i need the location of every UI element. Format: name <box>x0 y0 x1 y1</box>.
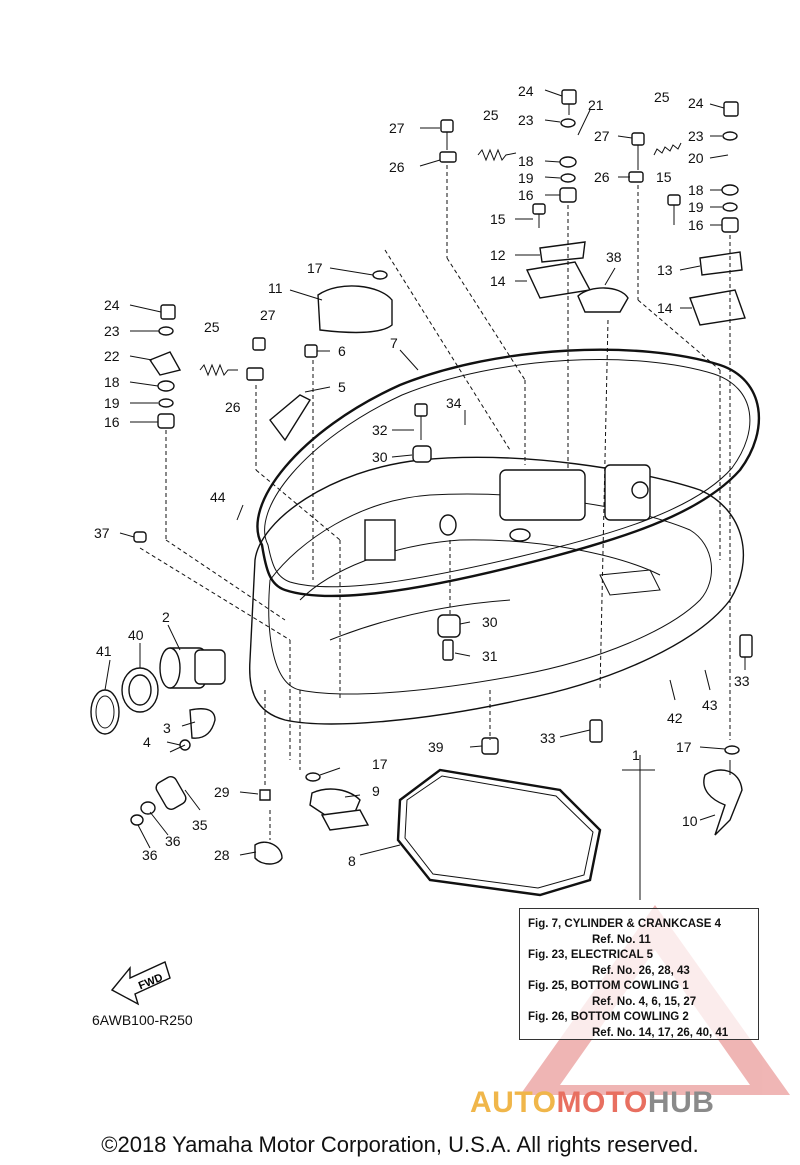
callout-12: 12 <box>490 247 506 263</box>
watermark-logo: AUTOMOTOHUB <box>470 1086 714 1120</box>
callout-21: 21 <box>588 97 604 113</box>
callout-17: 17 <box>307 260 323 276</box>
callout-32: 32 <box>372 422 388 438</box>
callout-44: 44 <box>210 489 226 505</box>
springs <box>199 142 682 377</box>
callout-14: 14 <box>657 300 673 316</box>
callout-15: 15 <box>490 211 506 227</box>
callout-34: 34 <box>446 395 462 411</box>
callout-1: 1 <box>632 747 640 763</box>
callout-24: 24 <box>518 83 534 99</box>
callout-27: 27 <box>260 307 276 323</box>
callout-4: 4 <box>143 734 151 750</box>
callout-18: 18 <box>688 182 704 198</box>
callout-28: 28 <box>214 847 230 863</box>
callout-42: 42 <box>667 710 683 726</box>
callout-16: 16 <box>518 187 534 203</box>
callout-16: 16 <box>688 217 704 233</box>
callout-23: 23 <box>518 112 534 128</box>
callout-25: 25 <box>483 107 499 123</box>
diagram-code: 6AWB100-R250 <box>92 1012 193 1028</box>
exploded-parts-diagram: FWD 24 23 21 25 27 26 18 19 16 15 12 14 … <box>90 83 790 1095</box>
watermark-hub: HUB <box>647 1086 715 1119</box>
callout-8: 8 <box>348 853 356 869</box>
legend-ref-3: Ref. No. 14, 17, 26, 40, 41 <box>592 1026 729 1039</box>
callout-23: 23 <box>104 323 120 339</box>
callout-30: 30 <box>482 614 498 630</box>
callout-26: 26 <box>389 159 405 175</box>
callout-7: 7 <box>390 335 398 351</box>
callout-11: 11 <box>268 280 283 296</box>
callout-25: 25 <box>204 319 220 335</box>
fasteners <box>133 89 753 782</box>
callout-20: 20 <box>688 150 704 166</box>
callout-35: 35 <box>192 817 208 833</box>
callout-3: 3 <box>163 720 171 736</box>
callout-5: 5 <box>338 379 346 395</box>
small-parts-left <box>90 647 283 865</box>
callout-14: 14 <box>490 273 506 289</box>
legend-ref-1: Ref. No. 26, 28, 43 <box>592 964 690 977</box>
callout-41: 41 <box>96 643 112 659</box>
callout-33: 33 <box>734 673 750 689</box>
callout-15: 15 <box>656 169 672 185</box>
callout-38: 38 <box>606 249 622 265</box>
small-parts-top <box>148 241 746 836</box>
callout-31: 31 <box>482 648 498 664</box>
callout-6: 6 <box>338 343 346 359</box>
callout-24: 24 <box>688 95 704 111</box>
callout-2: 2 <box>162 609 170 625</box>
callout-23: 23 <box>688 128 704 144</box>
callouts: 24 23 21 25 27 26 18 19 16 15 12 14 27 2… <box>94 83 750 869</box>
callout-29: 29 <box>214 784 230 800</box>
callout-39: 39 <box>428 739 444 755</box>
callout-24: 24 <box>104 297 120 313</box>
cowling-seal-7 <box>256 348 760 598</box>
callout-27: 27 <box>594 128 610 144</box>
callout-26: 26 <box>225 399 241 415</box>
bottom-seal-8 <box>396 768 602 897</box>
callout-13: 13 <box>657 262 673 278</box>
legend-fig-2: Fig. 25, BOTTOM COWLING 1 <box>528 980 689 992</box>
callout-25: 25 <box>654 89 670 105</box>
callout-16: 16 <box>104 414 120 430</box>
callout-19: 19 <box>688 199 704 215</box>
callout-19: 19 <box>104 395 120 411</box>
reference-legend: Fig. 7, CYLINDER & CRANKCASE 4 Ref. No. … <box>519 908 759 1040</box>
callout-17: 17 <box>372 756 388 772</box>
legend-ref-0: Ref. No. 11 <box>592 933 651 946</box>
callout-43: 43 <box>702 697 718 713</box>
leader-lines <box>104 89 746 900</box>
callout-33: 33 <box>540 730 556 746</box>
callout-10: 10 <box>682 813 698 829</box>
copyright-notice: ©2018 Yamaha Motor Corporation, U.S.A. A… <box>101 1132 699 1157</box>
callout-40: 40 <box>128 627 144 643</box>
callout-37: 37 <box>94 525 110 541</box>
callout-26: 26 <box>594 169 610 185</box>
callout-22: 22 <box>104 348 120 364</box>
callout-18: 18 <box>518 153 534 169</box>
legend-fig-0: Fig. 7, CYLINDER & CRANKCASE 4 <box>528 918 721 930</box>
bottom-cowling-body <box>248 456 745 725</box>
legend-fig-3: Fig. 26, BOTTOM COWLING 2 <box>528 1011 689 1023</box>
callout-30: 30 <box>372 449 388 465</box>
callout-9: 9 <box>372 783 380 799</box>
legend-ref-2: Ref. No. 4, 6, 15, 27 <box>592 995 697 1008</box>
assembly-lines <box>139 165 731 840</box>
callout-27: 27 <box>389 120 405 136</box>
fwd-arrow: FWD <box>110 961 171 1006</box>
callout-17: 17 <box>676 739 692 755</box>
callout-18: 18 <box>104 374 120 390</box>
callout-36: 36 <box>165 833 181 849</box>
callout-36: 36 <box>142 847 158 863</box>
callout-19: 19 <box>518 170 534 186</box>
legend-fig-1: Fig. 23, ELECTRICAL 5 <box>528 949 654 961</box>
watermark-auto: AUTO <box>470 1086 557 1119</box>
watermark-moto: MOTO <box>556 1086 648 1119</box>
